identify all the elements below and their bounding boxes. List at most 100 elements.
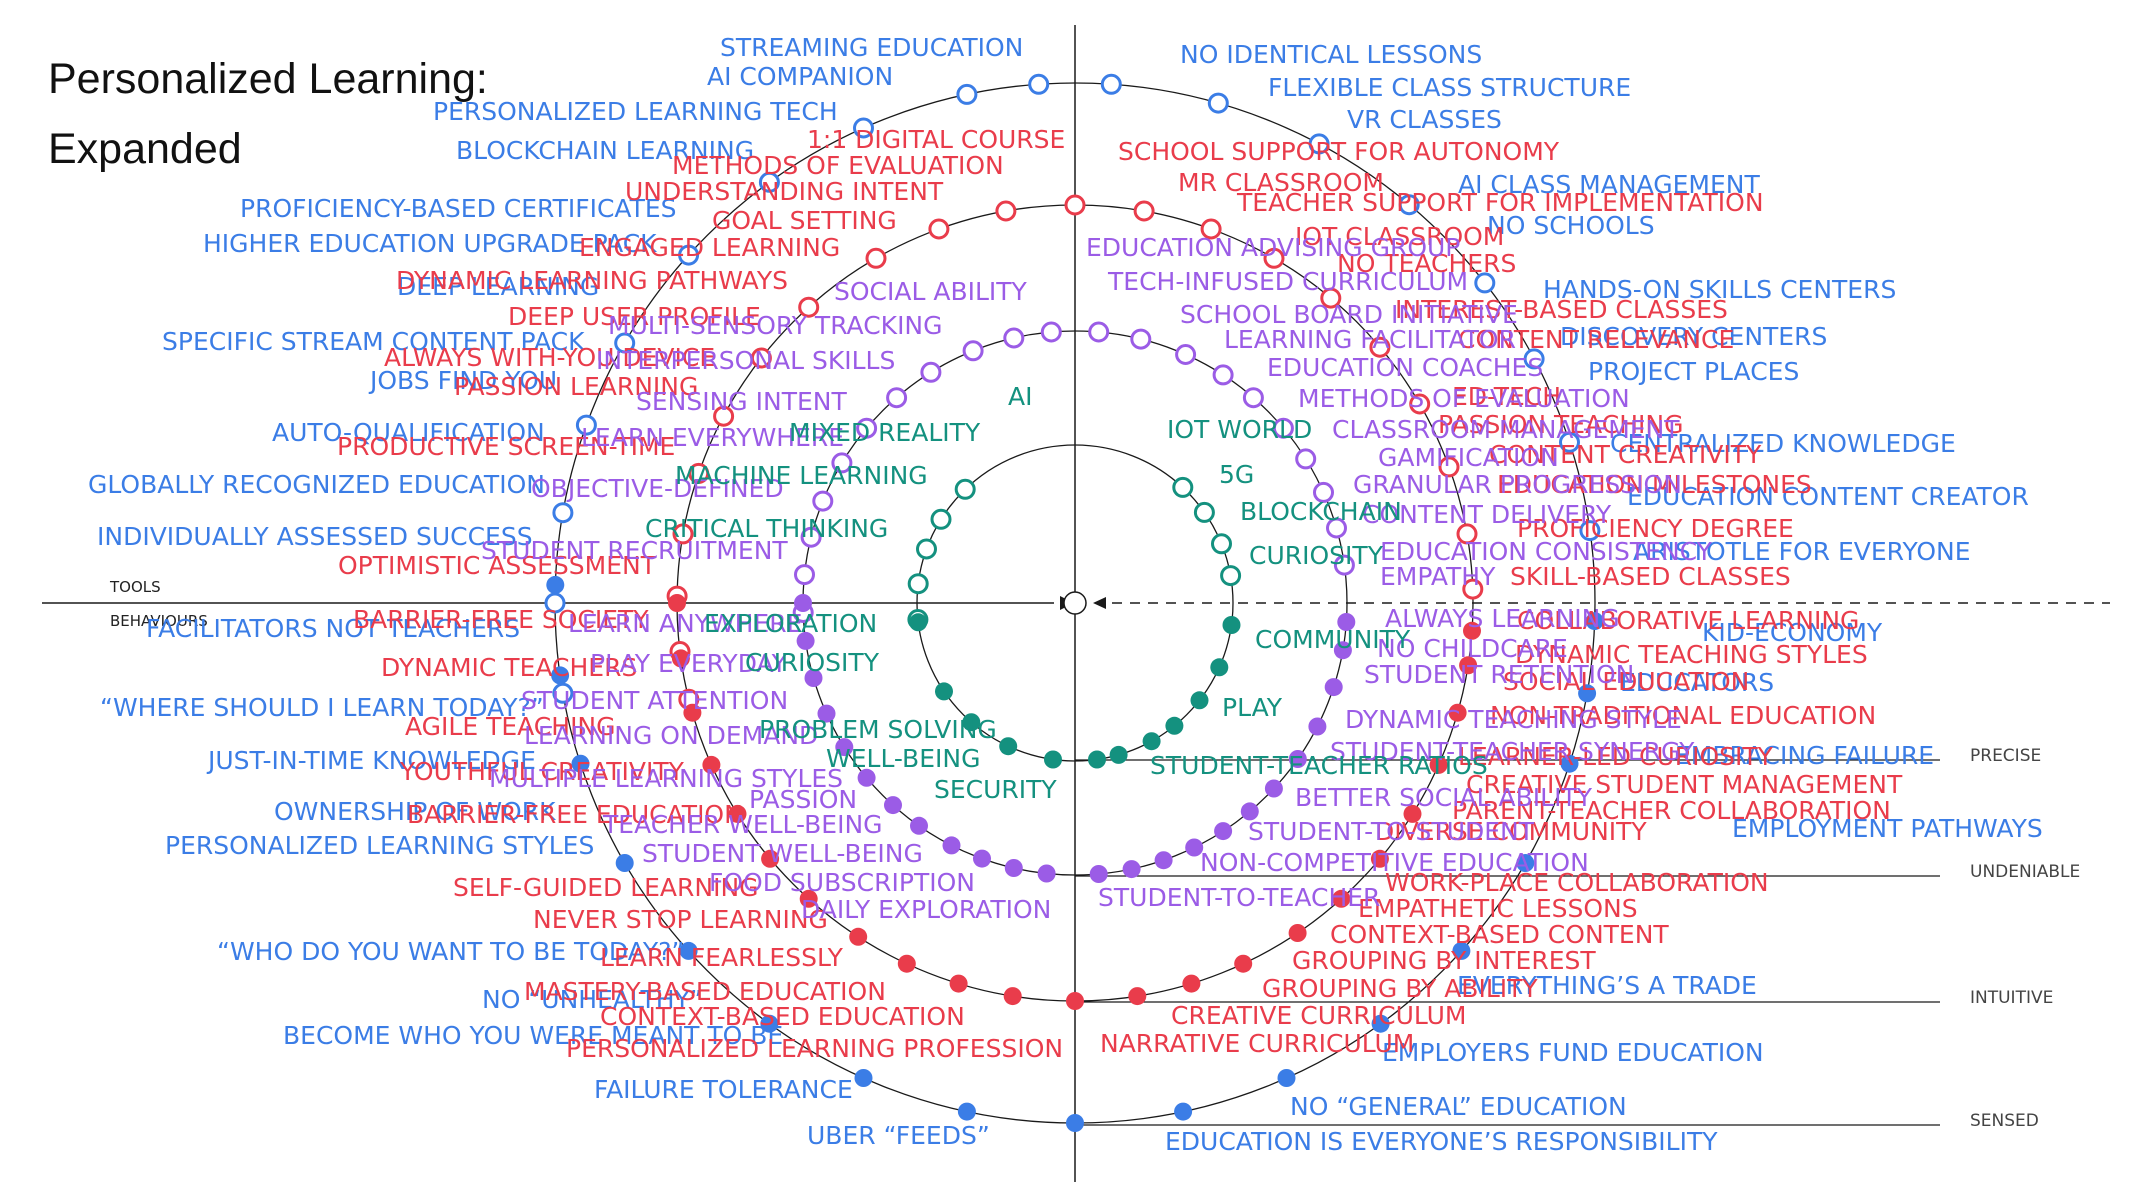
blue-tool-marker bbox=[758, 171, 780, 193]
blue-label: AI COMPANION bbox=[707, 62, 893, 91]
red-behaviour-marker bbox=[702, 755, 721, 774]
purple-label: TECH-INFUSED CURRICULUM bbox=[1107, 267, 1468, 296]
blue-tool-marker bbox=[1579, 520, 1601, 542]
blue-label: AUTO-QUALIFICATION bbox=[272, 418, 545, 447]
purple-label: NON-COMPETITIVE EDUCATION bbox=[1200, 848, 1589, 877]
teal-behaviour-marker bbox=[1088, 750, 1106, 769]
red-behaviour-marker bbox=[897, 954, 916, 973]
blue-label: NO “GENERAL” EDUCATION bbox=[1290, 1092, 1627, 1121]
purple-behaviour-marker bbox=[973, 849, 991, 868]
red-label: ALWAYS WITH-YOU DEVICE bbox=[384, 343, 715, 372]
teal-label: MACHINE LEARNING bbox=[675, 461, 928, 490]
blue-label: GLOBALLY RECOGNIZED EDUCATION bbox=[88, 470, 545, 499]
purple-tool-marker bbox=[856, 417, 878, 439]
blue-label: INDIVIDUALLY ASSESSED SUCCESS bbox=[97, 522, 533, 551]
blue-behaviour-marker bbox=[760, 1014, 779, 1033]
red-behaviour-marker bbox=[849, 927, 868, 946]
red-tool-marker bbox=[995, 200, 1017, 222]
purple-label: FOOD SUBSCRIPTION bbox=[709, 868, 975, 897]
band-label-undeniable: UNDENIABLE bbox=[1970, 862, 2080, 882]
purple-label: LEARN EVERYWHERE bbox=[581, 423, 844, 452]
purple-behaviour-marker bbox=[1185, 838, 1204, 857]
blue-tool-marker bbox=[1559, 431, 1580, 453]
red-tool-marker bbox=[672, 523, 694, 545]
purple-behaviour-marker bbox=[804, 669, 823, 687]
red-behaviour-marker bbox=[1429, 755, 1448, 774]
purple-tool-marker bbox=[1175, 344, 1197, 365]
blue-behaviour-marker bbox=[1560, 754, 1579, 773]
blue-label: PERSONALIZED LEARNING STYLES bbox=[165, 831, 594, 860]
red-label: CONTEXT-BASED CONTENT bbox=[1330, 920, 1669, 949]
blue-tool-marker bbox=[1523, 348, 1545, 370]
teal-label: PLAY bbox=[1222, 693, 1283, 722]
title-line-1: Personalized Learning: bbox=[48, 55, 488, 103]
blue-label: JUST-IN-TIME KNOWLEDGE bbox=[206, 746, 536, 775]
blue-tool-marker bbox=[1308, 133, 1330, 155]
teal-label: COMMUNITY bbox=[1255, 625, 1411, 654]
purple-behaviour-marker bbox=[796, 631, 815, 650]
red-behaviour-marker bbox=[728, 804, 747, 823]
blue-tool-marker bbox=[853, 117, 874, 139]
purple-tool-marker bbox=[1242, 387, 1264, 409]
purple-behaviour-marker bbox=[1240, 802, 1259, 821]
blue-label: PERSONALIZED LEARNING TECH bbox=[433, 97, 838, 126]
blue-behaviour-marker bbox=[1066, 1114, 1084, 1132]
purple-behaviour-marker bbox=[910, 816, 928, 835]
red-behaviour-marker bbox=[1003, 987, 1022, 1006]
purple-tool-marker bbox=[1130, 328, 1152, 350]
red-behaviour-marker bbox=[683, 703, 702, 722]
blue-tool-marker bbox=[1028, 73, 1050, 95]
blue-label: UBER “FEEDS” bbox=[807, 1121, 990, 1150]
blue-label: SPECIFIC STREAM CONTENT PACK bbox=[162, 327, 585, 356]
purple-behaviour-marker bbox=[1288, 750, 1307, 768]
blue-tool-marker bbox=[552, 682, 574, 704]
band-label-precise: PRECISE bbox=[1970, 746, 2041, 766]
purple-label: DYNAMIC TEACHING STYLE bbox=[1345, 705, 1682, 734]
blue-label: AI CLASS MANAGEMENT bbox=[1458, 170, 1760, 199]
blue-label: EVERYTHING’S A TRADE bbox=[1457, 971, 1757, 1000]
blue-label: PROFICIENCY-BASED CERTIFICATES bbox=[240, 194, 677, 223]
purple-behaviour-marker bbox=[884, 796, 902, 815]
purple-label: LEARNING ON DEMAND bbox=[524, 721, 818, 750]
red-behaviour-marker bbox=[799, 889, 818, 908]
purple-behaviour-marker bbox=[817, 704, 836, 723]
teal-label: CURIOSITY bbox=[745, 648, 880, 677]
blue-label: BECOME WHO YOU WERE MEANT TO BE bbox=[283, 1021, 783, 1050]
purple-label: METHODS OF EVALUATION bbox=[1298, 384, 1630, 413]
purple-label: NO CHILDCARE bbox=[1377, 634, 1568, 663]
blue-label: EDUCATION CONTENT CREATOR bbox=[1627, 482, 2029, 511]
purple-label: LEARN ANYWHERE bbox=[568, 609, 802, 638]
red-label: INTEREST-BASED CLASSES bbox=[1395, 295, 1728, 324]
red-behaviour-marker bbox=[1403, 804, 1422, 823]
red-label: CREATIVE CURRICULUM bbox=[1171, 1001, 1466, 1030]
blue-label: “WHERE SHOULD I LEARN TODAY?” bbox=[100, 693, 544, 722]
axis-arrowhead-dashed bbox=[1093, 597, 1106, 609]
purple-tool-marker bbox=[920, 361, 942, 383]
red-tool-marker bbox=[688, 462, 710, 484]
red-label: CONTENT RELEVANCE bbox=[1458, 325, 1734, 354]
teal-label: SECURITY bbox=[934, 775, 1057, 804]
label-layer: TOOLS BEHAVIOURS PRECISE UNDENIABLE INTU… bbox=[88, 33, 2080, 1156]
red-label: ENGAGED LEARNING bbox=[579, 233, 840, 262]
red-label: SCHOOL SUPPORT FOR AUTONOMY bbox=[1118, 137, 1560, 166]
purple-tool-marker bbox=[1295, 448, 1317, 470]
red-tool-marker bbox=[1133, 200, 1155, 222]
red-tool-marker bbox=[1320, 287, 1342, 309]
red-tool-marker bbox=[713, 405, 735, 427]
purple-label: STUDENT RECRUITMENT bbox=[481, 536, 788, 565]
red-behaviour-marker bbox=[1288, 924, 1307, 942]
red-tool-marker bbox=[1263, 247, 1285, 269]
purple-behaviour-marker bbox=[1337, 613, 1356, 631]
purple-behaviour-marker bbox=[1037, 864, 1056, 883]
purple-label: LEARNING FACILITATOR bbox=[1224, 325, 1516, 354]
purple-label: DAILY EXPLORATION bbox=[801, 895, 1051, 924]
blue-label: EDUCATORS bbox=[1620, 668, 1774, 697]
red-label: DYNAMIC TEACHING STYLES bbox=[1515, 640, 1868, 669]
red-behaviour-marker bbox=[1234, 954, 1253, 973]
purple-behaviour-marker bbox=[794, 594, 812, 612]
red-label: GROUPING BY ABILITY bbox=[1262, 974, 1538, 1003]
red-label: DYNAMIC TEACHERS bbox=[381, 653, 637, 682]
red-tool-marker bbox=[928, 218, 950, 240]
purple-label: STUDENT ATTENTION bbox=[521, 686, 788, 715]
red-tool-marker bbox=[1438, 456, 1460, 478]
